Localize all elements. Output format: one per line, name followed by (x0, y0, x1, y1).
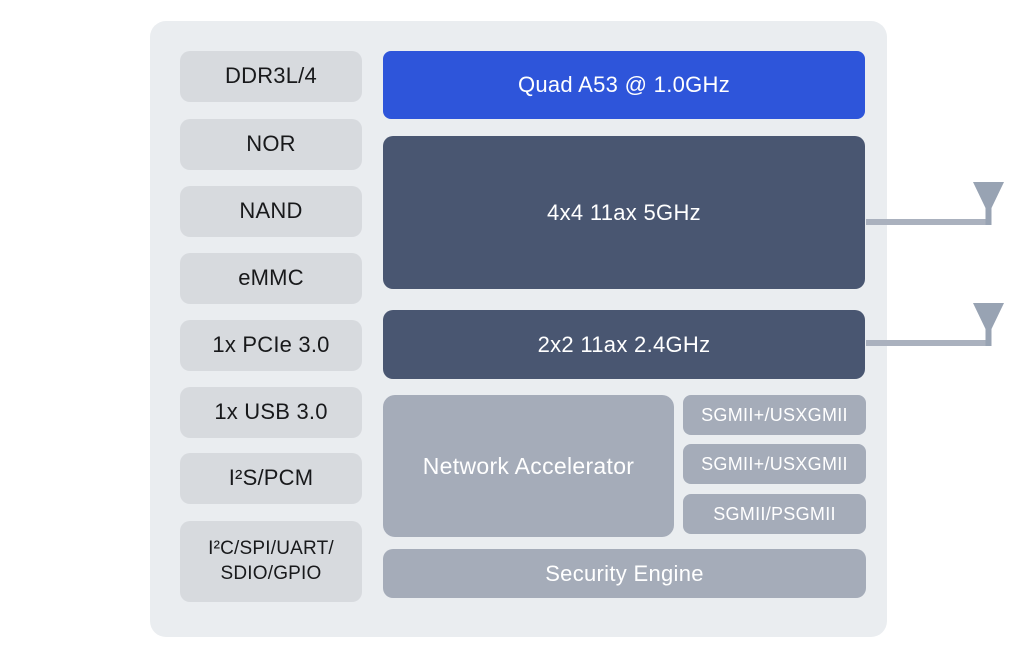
block-label: I²S/PCM (228, 465, 314, 491)
block-nor: NOR (180, 119, 362, 170)
block-nand: NAND (180, 186, 362, 237)
block-pcie: 1x PCIe 3.0 (180, 320, 362, 371)
soc-panel: DDR3L/4 NOR NAND eMMC 1x PCIe 3.0 1x USB… (150, 21, 887, 637)
block-label: 1x USB 3.0 (214, 399, 328, 425)
block-security-engine: Security Engine (383, 549, 866, 598)
antenna-feed-line (866, 340, 991, 346)
block-label: 1x PCIe 3.0 (212, 332, 330, 358)
block-sgmii-usxgmii-1: SGMII+/USXGMII (683, 395, 866, 435)
security-engine-label: Security Engine (545, 560, 704, 586)
block-label: NOR (246, 131, 296, 157)
block-label: DDR3L/4 (225, 63, 317, 89)
network-accelerator-label: Network Accelerator (422, 452, 635, 479)
antenna-icon-5ghz (866, 182, 1004, 225)
block-label: eMMC (238, 265, 304, 291)
block-i2c-spi-uart-sdio-gpio: I²C/SPI/UART/ SDIO/GPIO (180, 521, 362, 602)
block-network-accelerator: Network Accelerator (383, 395, 674, 537)
block-wifi-2-4ghz: 2x2 11ax 2.4GHz (383, 310, 865, 379)
antenna-triangle (973, 182, 1004, 225)
block-label: I²C/SPI/UART/ SDIO/GPIO (208, 537, 334, 584)
wifi-2-4ghz-label: 2x2 11ax 2.4GHz (537, 331, 711, 357)
block-label: NAND (239, 198, 303, 224)
sgmii-label: SGMII+/USXGMII (701, 404, 848, 425)
block-usb: 1x USB 3.0 (180, 387, 362, 438)
block-ddr3l4: DDR3L/4 (180, 51, 362, 102)
wifi-5ghz-label: 4x4 11ax 5GHz (547, 199, 701, 225)
antenna-feed-line (866, 219, 991, 225)
block-i2s-pcm: I²S/PCM (180, 453, 362, 504)
block-wifi-5ghz: 4x4 11ax 5GHz (383, 136, 865, 289)
block-cpu: Quad A53 @ 1.0GHz (383, 51, 865, 119)
block-sgmii-psgmii: SGMII/PSGMII (683, 494, 866, 534)
cpu-label: Quad A53 @ 1.0GHz (517, 72, 731, 97)
sgmii-label: SGMII/PSGMII (713, 503, 836, 524)
sgmii-label: SGMII+/USXGMII (701, 453, 848, 474)
antenna-icon-2-4ghz (866, 303, 1004, 346)
block-sgmii-usxgmii-2: SGMII+/USXGMII (683, 444, 866, 484)
block-emmc: eMMC (180, 253, 362, 304)
antenna-triangle (973, 303, 1004, 346)
